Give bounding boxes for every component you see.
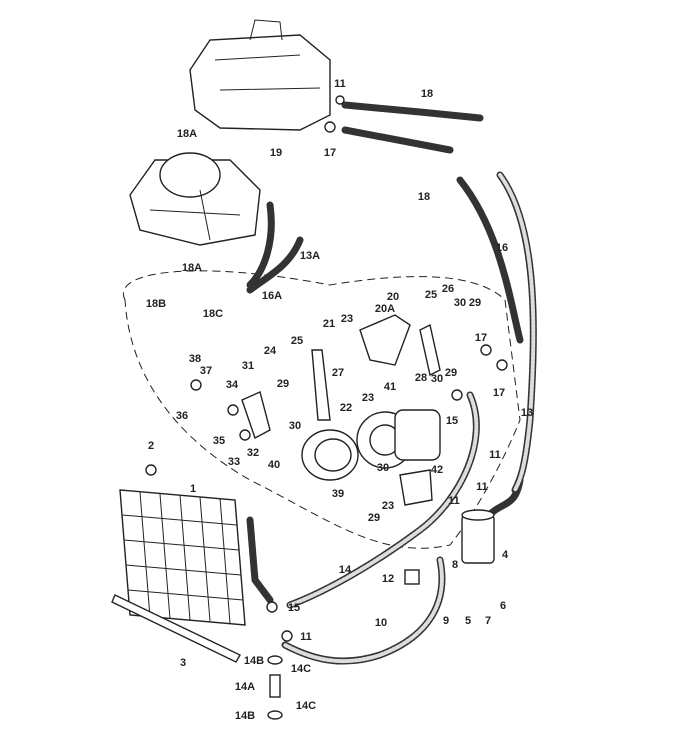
part-number-label: 23 [382, 500, 394, 512]
part-number-label: 22 [340, 402, 352, 414]
part-number-label: 42 [431, 464, 443, 476]
part-number-label: 14C [291, 663, 311, 675]
compressor [356, 409, 441, 469]
part-number-label: 37 [200, 365, 212, 377]
part-number-label: 16A [262, 290, 282, 302]
part-number-label: 15 [446, 415, 458, 427]
part-number-label: 30 [289, 420, 301, 432]
part-number-label: 8 [452, 559, 458, 571]
part-number-label: 18A [182, 262, 202, 274]
part-number-label: 11 [448, 495, 460, 507]
part-number-label: 31 [242, 360, 254, 372]
part-number-label: 18C [203, 308, 223, 320]
part-number-label: 33 [228, 456, 240, 468]
part-number-label: 6 [500, 600, 506, 612]
part-number-label: 24 [264, 345, 277, 357]
part-number-label: 20A [375, 303, 395, 315]
part-number-label: 11 [300, 631, 312, 643]
part-number-label: 12 [382, 573, 394, 585]
part-number-label: 18A [177, 128, 197, 140]
part-number-label: 29 [368, 512, 380, 524]
part-number-label: 7 [485, 615, 491, 627]
part-number-label: 13A [300, 250, 320, 262]
part-number-label: 9 [443, 615, 449, 627]
part-number-label: 18 [418, 191, 430, 203]
part-number-label: 2 [148, 440, 154, 452]
part-number-label: 30 [454, 297, 466, 309]
part-number-label: 20 [387, 291, 399, 303]
receiver-drier [461, 509, 495, 564]
part-number-label: 26 [442, 283, 454, 295]
part-number-label: 17 [324, 147, 336, 159]
part-number-label: 29 [277, 378, 289, 390]
part-number-label: 19 [270, 147, 282, 159]
part-number-label: 32 [247, 447, 259, 459]
part-number-label: 3 [180, 657, 186, 669]
mounting-brackets [241, 314, 441, 506]
part-number-label: 36 [176, 410, 188, 422]
pressure-switch [267, 655, 283, 720]
part-number-label: 14 [339, 564, 352, 576]
part-number-label: 11 [476, 481, 488, 493]
part-number-label: 21 [323, 318, 335, 330]
pulley-belt [301, 429, 359, 481]
part-number-label: 17 [475, 332, 487, 344]
part-number-label: 23 [341, 313, 353, 325]
part-number-label: 4 [502, 549, 509, 561]
part-number-label: 13 [521, 407, 533, 419]
fittings [145, 95, 508, 642]
part-number-label: 30 [431, 373, 443, 385]
part-number-label: 18 [421, 88, 433, 100]
part-number-label: 1 [190, 483, 196, 495]
part-number-label: 29 [445, 367, 457, 379]
part-number-label: 10 [375, 617, 387, 629]
part-number-label: 23 [362, 392, 374, 404]
part-number-label: 40 [268, 459, 280, 471]
part-number-label: 14A [235, 681, 255, 693]
part-number-label: 35 [213, 435, 225, 447]
part-number-label: 17 [493, 387, 505, 399]
part-number-label: 5 [465, 615, 471, 627]
hose-lines [246, 101, 537, 665]
part-number-label: 27 [332, 367, 344, 379]
part-number-label: 15 [288, 602, 300, 614]
part-number-label: 16 [496, 242, 508, 254]
part-number-label: 18B [146, 298, 166, 310]
part-number-label: 11 [334, 78, 346, 90]
reservoir-tank [189, 19, 331, 131]
part-number-label: 14B [235, 710, 255, 722]
part-number-label: 38 [189, 353, 201, 365]
part-number-label: 39 [332, 488, 344, 500]
part-number-label: 29 [469, 297, 481, 309]
condenser [111, 489, 274, 663]
part-number-label: 14B [244, 655, 264, 667]
part-number-label: 34 [226, 379, 239, 391]
part-number-label: 41 [384, 381, 396, 393]
part-number-label: 25 [291, 335, 303, 347]
part-number-label: 28 [415, 372, 427, 384]
blower-unit [129, 152, 261, 246]
part-number-label: 25 [425, 289, 437, 301]
part-number-label: 14C [296, 700, 316, 712]
part-number-label: 11 [489, 449, 501, 461]
part-number-label: 30 [377, 462, 389, 474]
